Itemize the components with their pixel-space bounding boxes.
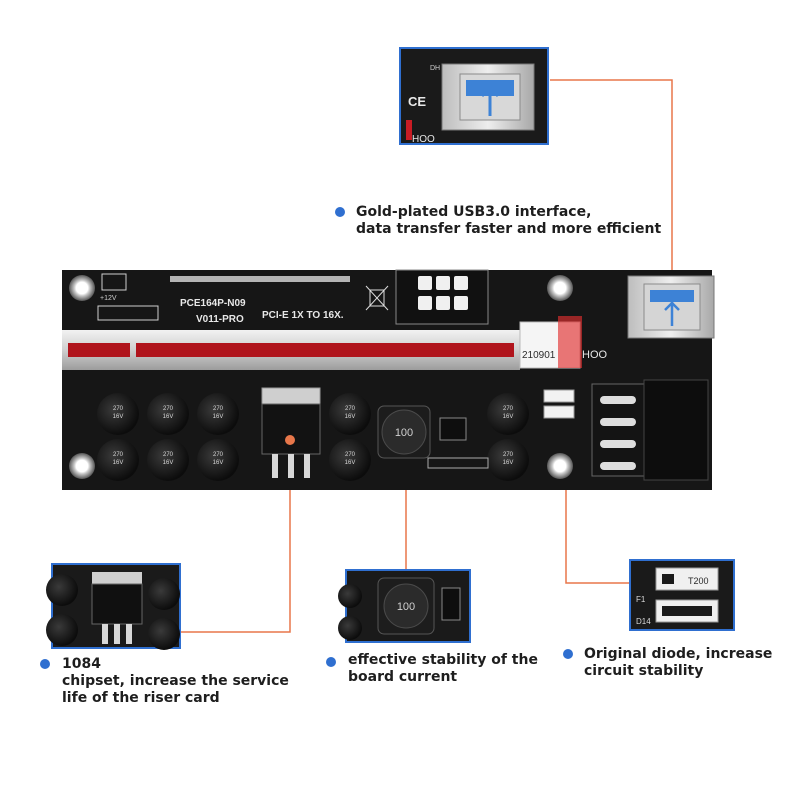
svg-text:270: 270 — [113, 452, 124, 458]
diode-feature-line-2: circuit stability — [584, 663, 704, 679]
diode-bullet-dot — [563, 649, 573, 659]
mount-hole — [69, 453, 95, 479]
diode-feature-line-1: Original diode, increase — [584, 646, 773, 662]
usb-callout-line — [550, 79, 673, 292]
chipset-callout-line — [180, 440, 291, 633]
svg-text:270: 270 — [345, 452, 356, 458]
inductor-bullet-dot — [326, 657, 336, 667]
svg-text:16V: 16V — [113, 460, 124, 466]
board-code-label: HOO — [582, 349, 608, 361]
usb-bullet-dot — [335, 207, 345, 217]
inset-ce-mark: CE — [408, 94, 426, 109]
usb-port — [627, 275, 715, 339]
inductor-feature-line-1: effective stability of the — [348, 652, 538, 668]
recycle-bin-icon — [365, 285, 389, 311]
mount-hole — [547, 275, 573, 301]
svg-text:16V: 16V — [163, 460, 174, 466]
usb-feature-line-2: data transfer faster and more efficient — [356, 221, 662, 237]
svg-text:270: 270 — [163, 452, 174, 458]
chipset-closeup-inset — [46, 563, 181, 650]
fuse-label: T200 — [688, 576, 709, 586]
svg-text:270: 270 — [163, 406, 174, 412]
svg-text:270: 270 — [345, 406, 356, 412]
board-voltage-label: +12V — [100, 295, 117, 302]
inductor-feature-line-2: board current — [348, 669, 458, 685]
capacitors: 270 16V 270 16V 270 16V 270 16V 270 16V 270 16… — [97, 393, 529, 481]
svg-text:16V: 16V — [213, 460, 224, 466]
inductor-closeup-inset: 100 — [338, 569, 471, 643]
inset-inductor-label: 100 — [397, 601, 415, 613]
svg-text:270: 270 — [503, 452, 514, 458]
molex-connector — [591, 379, 709, 481]
chipset-feature-line-3: life of the riser card — [62, 690, 220, 706]
svg-text:16V: 16V — [113, 414, 124, 420]
pcie-slot — [62, 316, 582, 370]
inductor-label: 100 — [395, 427, 413, 439]
inset-dh-label: DH — [430, 65, 440, 72]
svg-text:16V: 16V — [503, 414, 514, 420]
mount-hole — [547, 453, 573, 479]
diode-feature-text: Original diode, increase circuit stabili… — [584, 646, 772, 680]
svg-text:16V: 16V — [503, 460, 514, 466]
svg-text:270: 270 — [113, 406, 124, 412]
f1-label: F1 — [636, 595, 646, 604]
inset-code-label: HOO — [412, 134, 435, 145]
inductor-feature-text: effective stability of the board current — [348, 652, 538, 686]
chipset-feature-line-2: chipset, increase the service — [62, 673, 289, 689]
chipset-bullet-dot — [40, 659, 50, 669]
chipset-component — [261, 387, 321, 478]
usb-trident-icon — [480, 84, 500, 116]
svg-text:16V: 16V — [213, 414, 224, 420]
board-serial-label: 210901 — [522, 350, 556, 361]
usb-feature-text: Gold-plated USB3.0 interface, data trans… — [356, 204, 661, 238]
diode-component — [543, 389, 575, 419]
usb-closeup-inset: CE HOO DH — [399, 47, 549, 145]
d14-label: D14 — [636, 617, 651, 626]
riser-board: +12V PCE164P-N09 V011-PRO PCI-E 1X TO 16… — [62, 269, 715, 490]
diode-closeup-inset: T200 F1 D14 — [629, 559, 735, 631]
svg-text:16V: 16V — [163, 414, 174, 420]
usb-feature-line-1: Gold-plated USB3.0 interface, — [356, 204, 592, 220]
svg-text:270: 270 — [503, 406, 514, 412]
svg-text:16V: 16V — [345, 414, 356, 420]
svg-text:16V: 16V — [345, 460, 356, 466]
inductor-component: 100 — [377, 405, 431, 459]
board-slot-label: PCI-E 1X TO 16X. — [262, 310, 344, 321]
chipset-feature-line-1: 1084 — [62, 656, 101, 672]
board-version-label: V011-PRO — [196, 314, 244, 325]
chipset-feature-text: 1084 chipset, increase the service life … — [62, 656, 289, 707]
mount-hole — [69, 275, 95, 301]
svg-text:270: 270 — [213, 452, 224, 458]
board-model-label: PCE164P-N09 — [180, 298, 246, 309]
svg-text:270: 270 — [213, 406, 224, 412]
